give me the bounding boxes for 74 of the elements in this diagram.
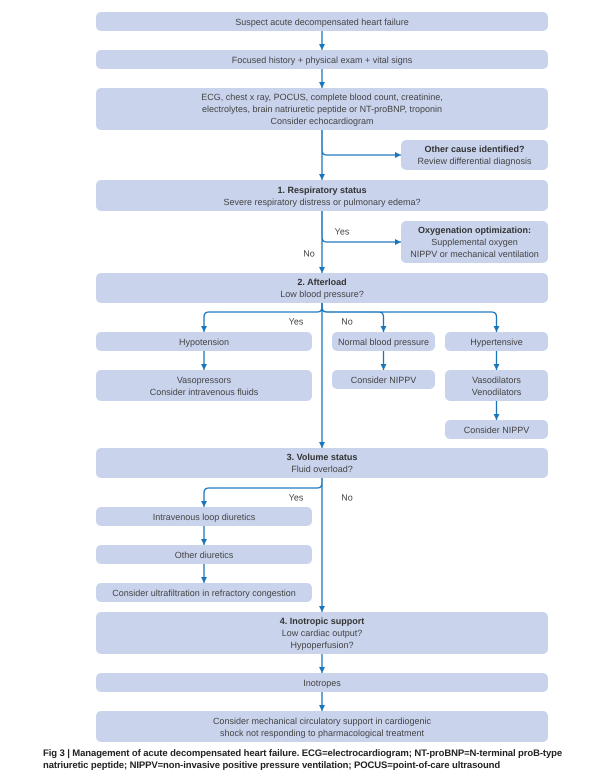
node-text: Fluid overload?: [291, 463, 353, 475]
arrow: [319, 654, 325, 673]
arrow: [319, 69, 325, 88]
arrow: [319, 692, 325, 711]
node-text: NIPPV or mechanical ventilation: [410, 248, 539, 260]
node-text: Consider mechanical circulatory support in cardiogenic shock not responding to pharmacological treatment: [212, 714, 432, 738]
edge-label: Yes: [288, 492, 304, 504]
node-text: Vasodilators: [472, 374, 521, 386]
process-box: [96, 612, 548, 654]
node-text: Focused history + physical exam + vital signs: [232, 54, 412, 66]
arrow: [319, 478, 325, 612]
process-box: [96, 88, 548, 130]
process-box: [445, 370, 548, 401]
arrow: [319, 211, 325, 273]
arrow: [494, 401, 500, 420]
edge-label: No: [340, 492, 354, 504]
node-text: Low blood pressure?: [280, 288, 364, 300]
node-text: Consider ultrafiltration in refractory congestion: [112, 586, 296, 598]
node-text: Consider NIPPV: [464, 424, 530, 436]
arrow: [201, 351, 207, 370]
node-text: Consider intravenous fluids: [150, 386, 258, 398]
arrow: [319, 303, 325, 448]
node-text: Consider echocardiogram: [270, 115, 374, 127]
node-text: Hypoperfusion?: [290, 639, 354, 651]
node-text: Supplemental oxygen: [431, 236, 518, 248]
node-text: Intravenous loop diuretics: [152, 510, 256, 522]
edge-label: Yes: [334, 226, 350, 238]
arrow: [494, 351, 500, 370]
arrow: [380, 351, 386, 370]
process-box: [96, 711, 548, 742]
process-box: [96, 332, 312, 351]
node-heading: Other cause identified?: [424, 143, 525, 155]
node-text: Suspect acute decompensated heart failure: [235, 16, 409, 28]
edge-label: No: [340, 316, 354, 328]
node-text: ECG, chest x ray, POCUS, complete blood count, creatinine, electrolytes, brain natriuretic peptide or NT-proBNP, troponin: [200, 91, 444, 115]
process-box: [96, 273, 548, 303]
node-text: Normal blood pressure: [338, 336, 430, 348]
process-box: [332, 332, 435, 351]
node-text: Other diuretics: [174, 548, 234, 560]
process-box: [96, 370, 312, 401]
process-box: [96, 50, 548, 69]
process-box: [96, 507, 312, 526]
node-heading: 1. Respiratory status: [277, 184, 367, 196]
arrow: [319, 130, 325, 180]
figure-caption: Fig 3 | Management of acute decompensated heart failure. ECG=electrocardiogram; NT-proBNP=N-terminal proB-type natriuretic peptide; NIPPV=non-invasive positive pressure ventilation; POCUS=point-of-care ultrasound: [43, 748, 564, 772]
node-text: Low cardiac output?: [282, 627, 362, 639]
process-box: [445, 420, 548, 439]
process-box: [445, 332, 548, 351]
process-box: [401, 221, 548, 263]
arrow: [319, 31, 325, 50]
node-heading: 3. Volume status: [286, 451, 358, 463]
process-box: [96, 12, 548, 31]
node-heading: 2. Afterload: [297, 276, 347, 288]
node-text: Venodilators: [472, 386, 522, 398]
node-text: Review differential diagnosis: [418, 155, 532, 167]
process-box: [96, 180, 548, 211]
node-text: Severe respiratory distress or pulmonary edema?: [223, 196, 421, 208]
process-box: [96, 545, 312, 564]
process-box: [96, 583, 312, 602]
node-text: Hypertensive: [470, 336, 523, 348]
node-text: Consider NIPPV: [350, 374, 416, 386]
node-heading: Oxygenation optimization:: [418, 224, 531, 236]
process-box: [96, 673, 548, 692]
process-box: [332, 370, 435, 389]
node-text: Vasopressors: [176, 374, 232, 386]
node-text: Inotropes: [303, 676, 341, 688]
process-box: [96, 448, 548, 478]
arrow: [201, 526, 207, 545]
node-text: Hypotension: [178, 336, 230, 348]
arrow: [201, 564, 207, 583]
node-heading: 4. Inotropic support: [280, 615, 364, 627]
process-box: [401, 140, 548, 170]
edge-label: No: [302, 248, 316, 260]
edge-label: Yes: [288, 316, 304, 328]
